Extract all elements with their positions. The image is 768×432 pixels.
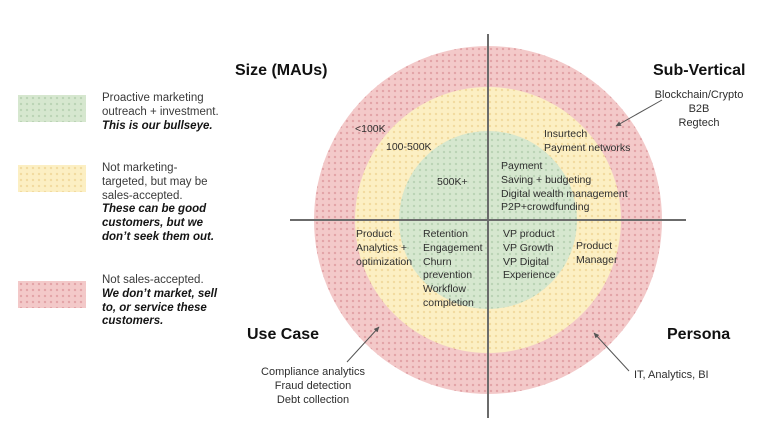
persona-green-center-label: VP product VP Growth VP Digital Experien…: [503, 228, 556, 282]
legend-item-yellow: Not marketing- targeted, but may be sale…: [102, 162, 282, 245]
persona-yellow-ring-label: Product Manager: [576, 240, 618, 266]
horizontal-axis-line: [290, 219, 686, 221]
legend-item-red: Not sales-accepted. We don’t market, sel…: [102, 274, 282, 329]
legend-swatch-red: [18, 281, 86, 308]
size-yellow-ring-label: 100-500K: [386, 141, 432, 153]
annotation-persona-outside: IT, Analytics, BI: [634, 369, 709, 381]
legend-emphasis: We don’t market, sell to, or service the…: [102, 287, 218, 328]
legend-item-green: Proactive marketing outreach + investmen…: [102, 92, 282, 133]
quadrant-header-use-case: Use Case: [247, 326, 320, 343]
use-case-yellow-ring-label: Product Analytics + optimization: [356, 228, 413, 268]
legend-emphasis: These can be good customers, but we don’…: [102, 203, 215, 243]
legend-emphasis: This is our bullseye.: [102, 119, 213, 132]
quadrant-header-sub-vertical: Sub-Vertical: [653, 62, 746, 79]
vertical-axis-line: [487, 34, 489, 418]
use-case-green-center-label: Retention Engagement Churn prevention Wo…: [423, 228, 483, 309]
legend-text: Proactive marketing outreach + investmen…: [102, 92, 219, 118]
quadrant-header-persona: Persona: [667, 326, 731, 343]
size-red-ring-label: <100K: [355, 123, 386, 135]
sub-vertical-yellow-ring-label: Insurtech Payment networks: [544, 128, 631, 154]
annotation-sub-vertical-outside: Blockchain/Crypto B2B Regtech: [654, 89, 744, 129]
size-green-center-label: 500K+: [437, 176, 468, 188]
legend-text: Not sales-accepted.: [102, 274, 204, 286]
legend-text: Not marketing- targeted, but may be sale…: [102, 162, 208, 202]
legend-swatch-green: [18, 95, 86, 122]
annotation-use-case-outside: Compliance analytics Fraud detection Deb…: [261, 366, 365, 406]
sub-vertical-green-center-label: Payment Saving + budgeting Digital wealt…: [501, 160, 628, 214]
quadrant-header-size: Size (MAUs): [235, 62, 328, 79]
legend-swatch-yellow: [18, 165, 86, 192]
